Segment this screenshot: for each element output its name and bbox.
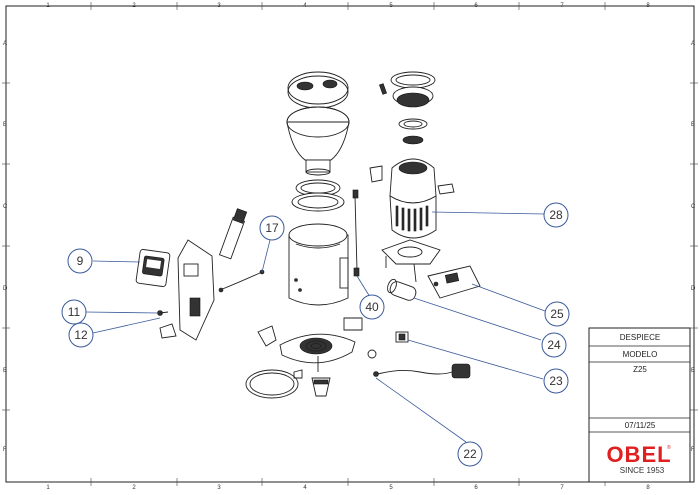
brand-since: SINCE 1953: [620, 466, 665, 475]
hopper-lid: [287, 71, 349, 109]
col-label: 4: [303, 3, 307, 9]
col-label: 1: [46, 485, 50, 491]
hopper: [286, 106, 350, 176]
row-label: C: [691, 204, 696, 210]
col-label: 8: [646, 3, 650, 9]
callout-label: 23: [549, 374, 563, 388]
col-label: 7: [560, 3, 564, 9]
row-label: C: [3, 204, 8, 210]
callout-28: 28: [543, 202, 569, 228]
row-label: D: [3, 286, 8, 292]
registered-mark-icon: ®: [667, 444, 671, 451]
col-label: 8: [646, 485, 650, 491]
col-label: 1: [46, 3, 50, 9]
row-label: B: [3, 122, 7, 128]
callout-label: 11: [68, 305, 81, 319]
col-label: 7: [560, 485, 564, 491]
col-label: 2: [132, 3, 136, 9]
callout-9: 9: [67, 248, 93, 274]
col-label: 4: [303, 485, 307, 491]
top-ring-stack: [369, 71, 455, 195]
drip-ring: [245, 369, 299, 399]
title-block: DESPIECE MODELO Z25 07/11/25 OBEL ® SINC…: [588, 327, 691, 483]
col-label: 3: [217, 485, 221, 491]
col-label: 6: [474, 485, 478, 491]
model-value: Z25: [633, 365, 647, 374]
motor-bracket: [381, 239, 441, 283]
callout-11: 11: [61, 299, 87, 325]
callout-label: 12: [74, 328, 88, 342]
capacitor: [387, 278, 417, 301]
col-label: 6: [474, 3, 478, 9]
wire-17: [218, 269, 265, 293]
tube-part: [352, 189, 360, 277]
row-labels-right: A B C D E F: [691, 41, 696, 453]
front-panel: [159, 239, 215, 341]
drawing-date: 07/11/25: [625, 421, 656, 430]
callout-24: 24: [541, 332, 567, 358]
dosing-cup: [293, 369, 331, 397]
base-plate: [257, 317, 363, 372]
callout-22: 22: [457, 441, 483, 467]
seal-rings: [291, 179, 345, 212]
grinder-body: [288, 223, 349, 306]
callout-25: 25: [544, 301, 570, 327]
row-label: F: [3, 447, 7, 453]
callout-label: 40: [365, 300, 379, 314]
row-labels-left: A B C D E F: [3, 41, 8, 453]
row-label: F: [691, 447, 695, 453]
callout-label: 25: [550, 307, 564, 321]
row-label: A: [3, 41, 7, 47]
zone-ticks: [2, 2, 698, 486]
callout-40: 40: [359, 294, 385, 320]
callout-label: 22: [463, 447, 477, 461]
leader-lines: [85, 211, 546, 443]
row-label: B: [691, 122, 695, 128]
column-labels-top: 1 2 3 4 5 6 7 8: [46, 3, 650, 9]
row-label: D: [691, 286, 696, 292]
display-unit: [135, 249, 171, 287]
drawing-frame: [5, 5, 695, 483]
control-board: [427, 265, 481, 299]
column-labels-bottom: 1 2 3 4 5 6 7 8: [46, 485, 650, 491]
model-label: MODELO: [623, 350, 658, 359]
motor-assembly: [389, 158, 437, 239]
row-label: E: [691, 368, 695, 374]
switch-part: [395, 331, 409, 343]
callout-12: 12: [68, 322, 94, 348]
callout-label: 24: [547, 338, 561, 352]
gas-spring: [218, 208, 248, 260]
callout-label: 17: [265, 221, 279, 235]
col-label: 2: [132, 485, 136, 491]
row-label: E: [3, 368, 7, 374]
col-label: 5: [389, 485, 393, 491]
callout-17: 17: [259, 215, 285, 241]
brand-logo: OBEL: [606, 442, 671, 467]
callout-23: 23: [543, 368, 569, 394]
callout-label: 9: [77, 254, 84, 268]
screw-small: [157, 310, 169, 316]
col-label: 3: [217, 3, 221, 9]
power-cord: [367, 349, 471, 379]
col-label: 5: [389, 3, 393, 9]
callout-label: 28: [549, 208, 563, 222]
title-block-heading: DESPIECE: [620, 333, 660, 342]
row-label: A: [691, 41, 695, 47]
